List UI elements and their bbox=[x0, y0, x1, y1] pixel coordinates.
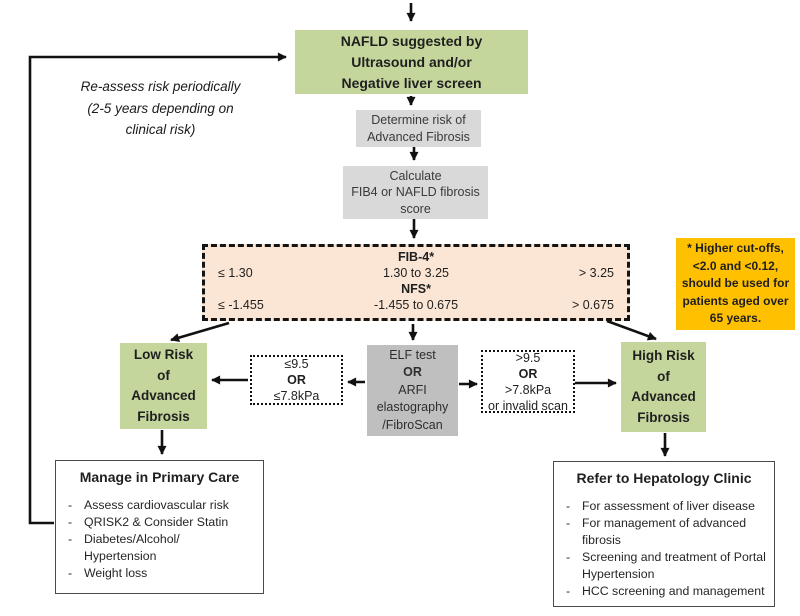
reassess-line: Re-assess risk periodically bbox=[80, 79, 241, 94]
determine-line: Determine risk of bbox=[371, 113, 466, 127]
bullet-text: Diabetes/Alcohol/ Hypertension bbox=[84, 532, 180, 563]
bullet-text: For assessment of liver disease bbox=[582, 499, 755, 513]
determine-line: Advanced Fibrosis bbox=[367, 129, 470, 144]
hepatology-title: Refer to Hepatology Clinic bbox=[576, 470, 752, 486]
primary-care-title: Manage in Primary Care bbox=[79, 469, 240, 485]
primary-care-box: Manage in Primary Care - Assess cardiova… bbox=[55, 460, 264, 594]
nfs-low: ≤ -1.455 bbox=[218, 298, 264, 312]
age-note-line: <2.0 and <0.12, bbox=[692, 258, 779, 273]
list-item: - Screening and treatment of Portal Hype… bbox=[566, 549, 766, 583]
bullet-text: Screening and treatment of Portal Hypert… bbox=[582, 550, 766, 581]
hepatology-box: Refer to Hepatology Clinic - For assessm… bbox=[553, 461, 775, 607]
bullet-text: Assess cardiovascular risk bbox=[84, 498, 229, 512]
age-note-line: 65 years. bbox=[709, 311, 762, 326]
list-item: - For assessment of liver disease bbox=[566, 498, 766, 515]
hepatology-bullets: - For assessment of liver disease - For … bbox=[554, 498, 774, 600]
elf-line: ARFI bbox=[398, 382, 427, 397]
bullet-dash: - bbox=[68, 532, 73, 546]
high-risk-line: Advanced bbox=[631, 389, 696, 404]
list-item: - QRISK2 & Consider Statin bbox=[68, 514, 255, 531]
nfs-mid: -1.455 to 0.675 bbox=[373, 298, 459, 312]
list-item: - HCC screening and management bbox=[566, 583, 766, 600]
elf-line: ELF test bbox=[389, 347, 436, 362]
nfs-label: NFS* bbox=[401, 282, 431, 296]
bullet-text: QRISK2 & Consider Statin bbox=[84, 515, 229, 529]
high-risk-line: of bbox=[657, 368, 670, 384]
fib4-low: ≤ 1.30 bbox=[218, 266, 253, 280]
age-note-line: patients aged over bbox=[682, 293, 789, 308]
nafld-line: Ultrasound and/or bbox=[351, 53, 472, 70]
bullet-dash: - bbox=[68, 498, 73, 512]
nfs-row: ≤ -1.455 -1.455 to 0.675 > 0.675 bbox=[205, 297, 627, 313]
calculate-score-box: Calculate FIB4 or NAFLD fibrosis score bbox=[343, 166, 488, 219]
low-risk-line: Advanced bbox=[131, 388, 196, 403]
bullet-dash: - bbox=[566, 516, 571, 530]
age-cutoff-note: * Higher cut-offs, <2.0 and <0.12, shoul… bbox=[676, 238, 795, 330]
cutoff-thresholds-box: FIB-4* ≤ 1.30 1.30 to 3.25 > 3.25 NFS* ≤… bbox=[202, 244, 630, 321]
bullet-dash: - bbox=[566, 584, 571, 598]
or-label: OR bbox=[518, 366, 538, 381]
high-risk-line: High Risk bbox=[632, 348, 695, 363]
low-risk-box: Low Risk of Advanced Fibrosis bbox=[120, 343, 207, 429]
or-label: OR bbox=[403, 365, 422, 380]
calculate-line: score bbox=[400, 201, 431, 216]
bullet-dash: - bbox=[566, 499, 571, 513]
bullet-dash: - bbox=[566, 550, 571, 564]
nafld-box: NAFLD suggested by Ultrasound and/or Neg… bbox=[295, 30, 528, 94]
bullet-dash: - bbox=[68, 515, 73, 529]
bullet-text: Weight loss bbox=[84, 566, 148, 580]
fib4-row: ≤ 1.30 1.30 to 3.25 > 3.25 bbox=[205, 265, 627, 281]
fib4-high: > 3.25 bbox=[578, 266, 614, 280]
bullet-dash: - bbox=[68, 566, 73, 580]
reassess-line: clinical risk) bbox=[125, 122, 196, 137]
bullet-text: For management of advanced fibrosis bbox=[582, 516, 747, 547]
age-note-line: * Higher cut-offs, bbox=[687, 241, 784, 256]
arrow-cutoffs-to-high-risk bbox=[606, 319, 657, 341]
reassess-line: (2-5 years depending on bbox=[87, 100, 234, 116]
bullet-text: HCC screening and management bbox=[582, 584, 765, 598]
low-elastography-cutoff-box: ≤9.5 OR ≤7.8kPa bbox=[250, 355, 343, 405]
or-label: OR bbox=[287, 373, 306, 387]
high-cutoff-line: >7.8kPa bbox=[504, 382, 552, 397]
elf-line: elastography bbox=[376, 400, 449, 415]
high-cutoff-line: >9.5 bbox=[515, 350, 541, 365]
low-risk-line: Low Risk bbox=[133, 347, 194, 362]
low-cutoff-line: ≤9.5 bbox=[284, 357, 309, 371]
high-risk-box: High Risk of Advanced Fibrosis bbox=[621, 342, 706, 432]
low-risk-line: of bbox=[157, 367, 170, 383]
high-risk-line: Fibrosis bbox=[637, 409, 690, 425]
age-note-line: should be used for bbox=[681, 276, 790, 291]
nafld-line: Negative liver screen bbox=[341, 74, 482, 91]
elf-line: /FibroScan bbox=[382, 417, 443, 432]
list-item: - Assess cardiovascular risk bbox=[68, 497, 255, 514]
list-item: - For management of advanced fibrosis bbox=[566, 515, 766, 549]
low-cutoff-line: ≤7.8kPa bbox=[273, 389, 320, 403]
nfs-high: > 0.675 bbox=[571, 298, 614, 312]
list-item: - Weight loss bbox=[68, 565, 255, 582]
elf-test-box: ELF test OR ARFI elastography /FibroScan bbox=[367, 345, 458, 436]
primary-care-bullets: - Assess cardiovascular risk - QRISK2 & … bbox=[56, 497, 263, 582]
determine-risk-box: Determine risk of Advanced Fibrosis bbox=[356, 110, 481, 147]
nafld-line: NAFLD suggested by bbox=[340, 32, 483, 49]
high-cutoff-line: or invalid scan bbox=[488, 398, 568, 413]
high-elastography-cutoff-box: >9.5 OR >7.8kPa or invalid scan bbox=[481, 350, 575, 413]
low-risk-line: Fibrosis bbox=[137, 408, 190, 424]
fib4-label: FIB-4* bbox=[397, 250, 435, 264]
arrow-cutoffs-to-low-risk bbox=[170, 321, 230, 343]
calculate-line: FIB4 or NAFLD fibrosis bbox=[351, 185, 480, 200]
fib4-mid: 1.30 to 3.25 bbox=[382, 266, 450, 280]
list-item: - Diabetes/Alcohol/ Hypertension bbox=[68, 531, 255, 565]
calculate-line: Calculate bbox=[389, 168, 442, 183]
reassess-note: Re-assess risk periodically (2-5 years d… bbox=[48, 76, 273, 141]
